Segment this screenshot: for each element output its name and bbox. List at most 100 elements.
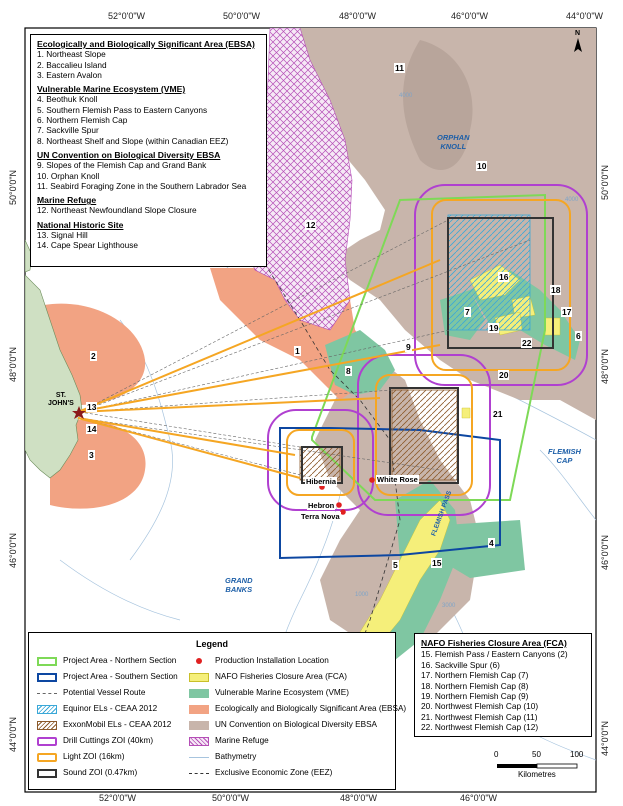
coord-top-3: 48°0'0"W <box>339 11 377 21</box>
area-number-18: 18 <box>550 285 562 295</box>
production-hebron <box>336 502 342 508</box>
legend-swatch-eez <box>189 773 209 774</box>
coord-left-4: 44°0'0"N <box>8 716 18 752</box>
nafo-item-22: 22. Northwest Flemish Cap (12) <box>421 722 539 733</box>
production-white-rose <box>369 477 375 483</box>
vme-item-6: 6. Northern Flemish Cap <box>37 115 128 126</box>
ebsa-heading: Ecologically and Biologically Significan… <box>37 39 255 49</box>
nafo-item-21: 21. Northwest Flemish Cap (11) <box>421 711 538 722</box>
area-number-4: 4 <box>488 538 495 548</box>
legend-swatch-marine-refuge <box>189 737 209 746</box>
area-number-3: 3 <box>88 450 95 460</box>
vme-item-5: 5. Southern Flemish Pass to Eastern Cany… <box>37 104 208 115</box>
nafo-item-15: 15. Flemish Pass / Eastern Canyons (2) <box>421 649 568 660</box>
orphan-knoll-region <box>403 40 473 170</box>
area-number-22: 22 <box>521 338 533 348</box>
drill-zoi-central <box>357 354 491 516</box>
refuge-item-12: 12. Northeast Newfoundland Slope Closure <box>37 205 197 216</box>
coord-right-1: 50°0'0"N <box>600 164 610 200</box>
nafo-legend-box: NAFO Fisheries Closure Area (FCA) 15. Fl… <box>414 633 592 737</box>
scale-unit: Kilometres <box>518 770 556 779</box>
area-number-14: 14 <box>86 424 98 434</box>
area-number-8: 8 <box>345 366 352 376</box>
st-johns-star <box>72 406 86 419</box>
bathy-label-1000: 1000 <box>355 592 369 598</box>
label-st-johns: ST. JOHN'S <box>48 392 74 407</box>
coord-left-2: 48°0'0"N <box>8 346 18 382</box>
legend-project-north: Project Area - Northern Section <box>63 656 177 665</box>
un-heading: UN Convention on Biological Diversity EB… <box>37 149 221 160</box>
bathy-label-3000: 3000 <box>442 603 456 609</box>
production-terra-nova <box>340 509 346 515</box>
legend-swatch-project-south <box>37 673 57 682</box>
coord-left-1: 50°0'0"N <box>8 169 18 205</box>
coord-right-4: 44°0'0"N <box>600 720 610 756</box>
main-legend-box: Legend Project Area - Northern Section P… <box>28 632 406 790</box>
coord-bottom-2: 50°0'0"W <box>212 793 250 803</box>
coord-top-5: 44°0'0"W <box>566 11 604 21</box>
legend-swatch-vessel-route <box>37 693 57 694</box>
legend-swatch-equinor <box>37 705 57 714</box>
legend-swatch-drill-zoi <box>37 737 57 746</box>
area-number-13: 13 <box>86 402 98 412</box>
legend-swatch-fca <box>189 673 209 682</box>
legend-vme: Vulnerable Marine Ecosystem (VME) <box>215 688 349 697</box>
nafo-item-16: 16. Sackville Spur (6) <box>421 659 500 670</box>
scale-tick-100: 100 <box>570 750 584 759</box>
label-terra-nova: Terra Nova <box>300 512 341 521</box>
area-number-5: 5 <box>392 560 399 570</box>
legend-swatch-production <box>189 657 209 666</box>
legend-swatch-vme <box>189 689 209 698</box>
drill-zoi-southwest <box>267 409 374 511</box>
scale-tick-0: 0 <box>494 750 499 759</box>
ebsa-item-3: 3. Eastern Avalon <box>37 69 102 80</box>
area-number-16: 16 <box>498 272 510 282</box>
vme-item-8: 8. Northeast Shelf and Slope (within Can… <box>37 135 229 146</box>
label-flemish-cap: FLEMISH CAP <box>548 447 581 465</box>
legend-fca: NAFO Fisheries Closure Area (FCA) <box>215 672 347 681</box>
coord-right-2: 48°0'0"N <box>600 348 610 384</box>
light-zoi-central <box>375 374 473 496</box>
coord-top-4: 46°0'0"W <box>451 11 489 21</box>
area-number-20: 20 <box>498 370 510 380</box>
coord-top-1: 52°0'0"W <box>108 11 146 21</box>
vme-beothuk <box>440 520 525 578</box>
light-zoi-southwest <box>286 429 355 496</box>
legend-swatch-bathymetry <box>189 757 209 758</box>
coord-top-2: 50°0'0"W <box>223 11 261 21</box>
bathy-label-4000-b: 4000 <box>565 197 579 203</box>
historic-item-13: 13. Signal Hill <box>37 230 88 241</box>
scale-bar <box>497 763 578 769</box>
legend-sound-zoi: Sound ZOI (0.47km) <box>63 768 138 777</box>
exxon-els-southwest <box>299 446 341 481</box>
nafo-item-19: 19. Northern Flemish Cap (9) <box>421 691 529 702</box>
vme-item-4: 4. Beothuk Knoll <box>37 94 98 105</box>
legend-eez: Exclusive Economic Zone (EEZ) <box>215 768 333 777</box>
light-routes <box>77 259 441 479</box>
legend-swatch-exxon <box>37 721 57 730</box>
exxon-els-central <box>391 389 458 481</box>
legend-exxon: ExxonMobil ELs - CEAA 2012 <box>63 720 172 729</box>
area-number-17: 17 <box>561 307 573 317</box>
area-number-6: 6 <box>575 331 582 341</box>
sound-zoi-north <box>447 217 554 349</box>
nafo-item-20: 20. Northwest Flemish Cap (10) <box>421 701 539 712</box>
ebsa-item-2: 2. Baccalieu Island <box>37 59 107 70</box>
vme-item-7: 7. Sackville Spur <box>37 125 99 136</box>
scale-tick-50: 50 <box>532 750 541 759</box>
un-item-11: 11. Seabird Foraging Zone in the Souther… <box>37 180 247 191</box>
area-number-7: 7 <box>464 307 471 317</box>
drill-zoi-north <box>414 184 588 386</box>
coord-bottom-3: 48°0'0"W <box>340 793 378 803</box>
legend-swatch-light-zoi <box>37 753 57 762</box>
nafo-item-18: 18. Northern Flemish Cap (8) <box>421 680 529 691</box>
coord-bottom-4: 46°0'0"W <box>460 793 498 803</box>
area-number-1: 1 <box>294 346 301 356</box>
area-number-9: 9 <box>405 342 412 352</box>
un-item-9: 9. Slopes of the Flemish Cap and Grand B… <box>37 160 207 171</box>
label-white-rose: White Rose <box>376 475 419 484</box>
project-area-south <box>279 427 501 560</box>
land-newfoundland <box>25 274 83 479</box>
label-orphan-knoll: ORPHAN KNOLL <box>437 133 470 151</box>
legend-title: Legend <box>195 639 228 649</box>
